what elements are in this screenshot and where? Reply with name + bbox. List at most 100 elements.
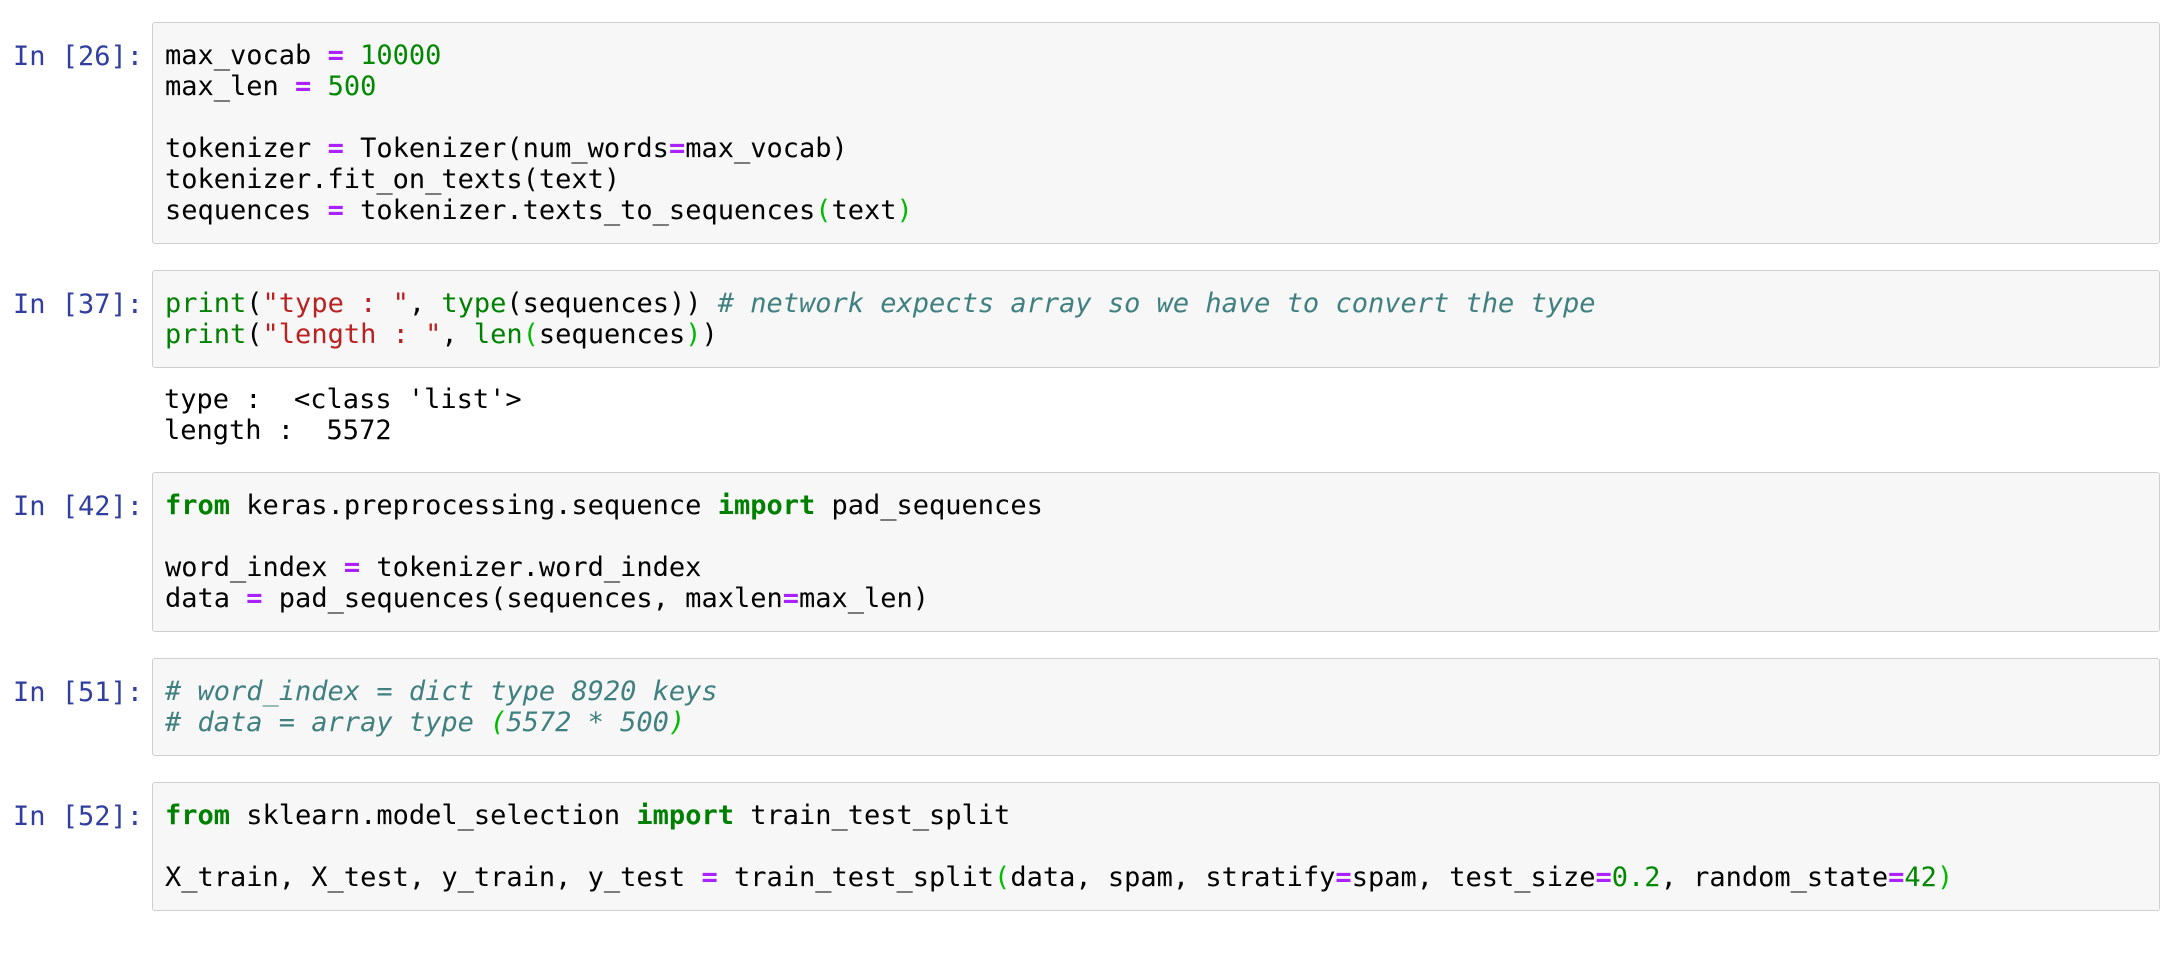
code-line	[165, 831, 2147, 862]
code-token: 0.2	[1611, 862, 1661, 893]
output-line: type : <class 'list'>	[164, 384, 522, 415]
code-token: word_index	[165, 552, 344, 583]
code-token: len	[473, 319, 523, 350]
input-prompt: In [42]:	[12, 491, 143, 522]
cell-output-text: type : <class 'list'>length : 5572	[152, 384, 2160, 446]
code-token: import	[717, 490, 816, 521]
code-token: pad_sequences(sequences, maxlen	[262, 583, 783, 614]
code-token: tokenizer.word_index	[360, 552, 702, 583]
code-line: from sklearn.model_selection import trai…	[165, 800, 2147, 831]
code-line: sequences = tokenizer.texts_to_sequences…	[165, 195, 2147, 226]
code-line: # data = array type (5572 * 500)	[165, 707, 2147, 738]
code-token: tokenizer.texts_to_sequences	[343, 195, 816, 226]
code-token: =	[327, 40, 344, 71]
code-token: =	[327, 133, 344, 164]
code-token: )	[896, 195, 913, 226]
code-editor[interactable]: from keras.preprocessing.sequence import…	[152, 472, 2160, 632]
code-token: pad_sequences	[815, 490, 1043, 521]
code-token: =	[327, 195, 344, 226]
code-token: ,	[408, 288, 442, 319]
cell-input-row: In [37]:print("type : ", type(sequences)…	[0, 270, 2160, 368]
input-prompt: In [51]:	[12, 677, 143, 708]
code-token: # data = array type	[165, 707, 491, 738]
code-token	[344, 40, 360, 71]
code-cell: In [42]: from keras.preprocessing.sequenc…	[0, 472, 2160, 632]
code-token: =	[782, 583, 799, 614]
code-token: train_test_split	[717, 862, 995, 893]
code-token: (	[246, 319, 263, 350]
code-token: (sequences))	[506, 288, 718, 319]
code-token: (	[994, 862, 1011, 893]
code-line: print("length : ", len(sequences))	[165, 319, 2147, 350]
code-token: =	[246, 583, 263, 614]
code-token: =	[1595, 862, 1612, 893]
code-token: from	[165, 490, 231, 521]
code-token: import	[636, 800, 734, 831]
code-token: from	[165, 800, 231, 831]
code-token: (	[490, 707, 507, 738]
code-token: tokenizer	[165, 133, 328, 164]
output-line: length : 5572	[164, 415, 392, 446]
cell-input-row: In [42]: from keras.preprocessing.sequenc…	[0, 472, 2160, 632]
code-token: keras.preprocessing.sequence	[230, 490, 718, 521]
code-editor[interactable]: from sklearn.model_selection import trai…	[152, 782, 2160, 911]
code-line: word_index = tokenizer.word_index	[165, 552, 2147, 583]
code-token: max_vocab)	[685, 133, 848, 164]
code-token: max_len	[165, 71, 296, 102]
code-token: sklearn.model_selection	[230, 800, 637, 831]
code-editor[interactable]: print("type : ", type(sequences)) # netw…	[152, 270, 2160, 368]
code-token: "length : "	[262, 319, 442, 350]
code-token: =	[343, 552, 361, 583]
code-line: X_train, X_test, y_train, y_test = train…	[165, 862, 2147, 893]
code-token: =	[295, 71, 312, 102]
code-token: ,	[441, 319, 474, 350]
code-token: Tokenizer(num_words	[343, 133, 669, 164]
cell-input-row: In [51]: # word_index = dict type 8920 ke…	[0, 658, 2160, 756]
code-token: (	[522, 319, 539, 350]
code-token	[311, 71, 327, 102]
code-line: from keras.preprocessing.sequence import…	[165, 490, 2147, 521]
code-line: print("type : ", type(sequences)) # netw…	[165, 288, 2147, 319]
input-prompt: In [52]:	[12, 801, 143, 832]
code-token: type	[441, 288, 507, 319]
code-line: data = pad_sequences(sequences, maxlen=m…	[165, 583, 2147, 614]
code-token: data, spam, stratify	[1010, 862, 1336, 893]
code-editor[interactable]: # word_index = dict type 8920 keys# data…	[152, 658, 2160, 756]
code-token: print	[165, 288, 247, 319]
code-token: train_test_split	[733, 800, 1011, 831]
code-token: )	[685, 319, 702, 350]
code-line: max_vocab = 10000	[165, 40, 2147, 71]
code-token: )	[668, 707, 686, 738]
code-token: 500	[327, 71, 377, 102]
code-cell: In [37]:print("type : ", type(sequences)…	[0, 270, 2160, 446]
code-token: =	[668, 133, 686, 164]
code-token: text	[831, 195, 897, 226]
code-cell: In [51]: # word_index = dict type 8920 ke…	[0, 658, 2160, 756]
code-token: sequences	[165, 195, 328, 226]
cell-output-row: type : <class 'list'>length : 5572	[0, 384, 2160, 446]
code-token: 5572 * 500	[506, 707, 669, 738]
code-token: tokenizer.fit_on_texts(text)	[165, 164, 621, 195]
code-token: (	[815, 195, 832, 226]
code-token: (	[246, 288, 263, 319]
code-token: # network expects array so we have to co…	[717, 288, 1596, 319]
code-token: =	[1888, 862, 1905, 893]
code-token: , random_state	[1660, 862, 1889, 893]
code-line: tokenizer = Tokenizer(num_words=max_voca…	[165, 133, 2147, 164]
code-token: =	[1335, 862, 1352, 893]
code-token: "type : "	[262, 288, 409, 319]
code-token: print	[165, 319, 247, 350]
code-line	[165, 102, 2147, 133]
code-cell: In [52]: from sklearn.model_selection imp…	[0, 782, 2160, 911]
input-prompt: In [26]:	[12, 41, 143, 72]
code-token: data	[165, 583, 247, 614]
code-token: # word_index = dict type 8920 keys	[165, 676, 718, 707]
cell-input-row: In [52]: from sklearn.model_selection imp…	[0, 782, 2160, 911]
code-token: 42	[1904, 862, 1937, 893]
code-token: 10000	[360, 40, 442, 71]
code-line: # word_index = dict type 8920 keys	[165, 676, 2147, 707]
code-line: tokenizer.fit_on_texts(text)	[165, 164, 2147, 195]
